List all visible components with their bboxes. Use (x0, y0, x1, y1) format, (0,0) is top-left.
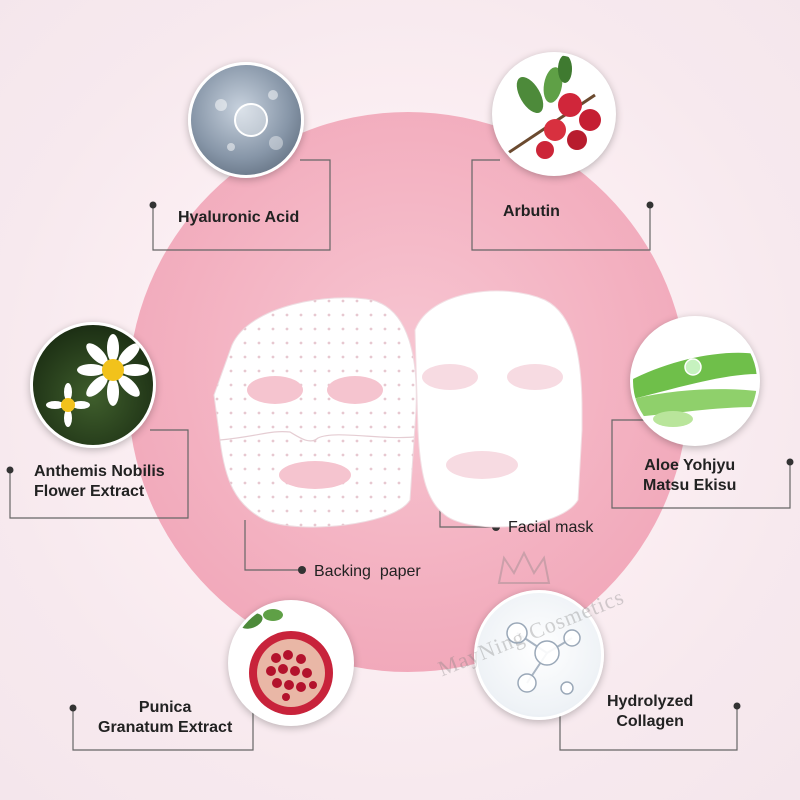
label-punica-line1: Punica (138, 699, 192, 716)
label-punica: Punica Granatum Extract (98, 698, 232, 738)
dot-punica (69, 704, 77, 712)
crown-watermark-icon (497, 550, 551, 584)
label-anthemis-line1: Anthemis Nobilis (34, 463, 165, 480)
label-aloe: Aloe Yohjyu Matsu Ekisu (643, 456, 736, 496)
pomegranate-icon (239, 609, 333, 715)
label-punica-line2: Granatum Extract (98, 719, 233, 736)
punica-image (228, 600, 354, 726)
dot-anthemis (6, 466, 14, 474)
label-collagen: Hydrolyzed Collagen (607, 692, 693, 732)
arbutin-image (492, 52, 616, 176)
chamomile-flower-icon (46, 334, 149, 427)
collagen-bubbles-icon (506, 622, 581, 695)
aloe-image (630, 316, 760, 446)
label-backing-paper: Backing paper (314, 563, 421, 580)
anthemis-image (30, 322, 156, 448)
dot-hyaluronic (149, 201, 157, 209)
label-collagen-line2: Collagen (616, 713, 684, 730)
label-aloe-line2: Matsu Ekisu (643, 477, 737, 494)
label-facial-mask: Facial mask (508, 519, 594, 536)
dot-aloe (786, 458, 794, 466)
dot-arbutin (646, 201, 654, 209)
label-collagen-line1: Hydrolyzed (607, 693, 694, 710)
hyaluronic-acid-image (188, 62, 304, 178)
aloe-vera-icon (633, 352, 757, 427)
label-anthemis-line2: Flower Extract (34, 483, 145, 500)
dot-backing-paper (298, 566, 306, 574)
label-arbutin: Arbutin (503, 203, 560, 220)
dot-collagen (733, 702, 741, 710)
facial-mask-sheet (414, 290, 583, 528)
label-hyaluronic-acid: Hyaluronic Acid (178, 209, 300, 226)
collagen-image (474, 590, 604, 720)
label-anthemis: Anthemis Nobilis Flower Extract (34, 462, 165, 502)
water-droplet-icon (215, 90, 283, 151)
label-aloe-line1: Aloe Yohjyu (644, 457, 736, 474)
red-berries-icon (504, 55, 601, 159)
backing-paper-sheet (213, 297, 417, 528)
